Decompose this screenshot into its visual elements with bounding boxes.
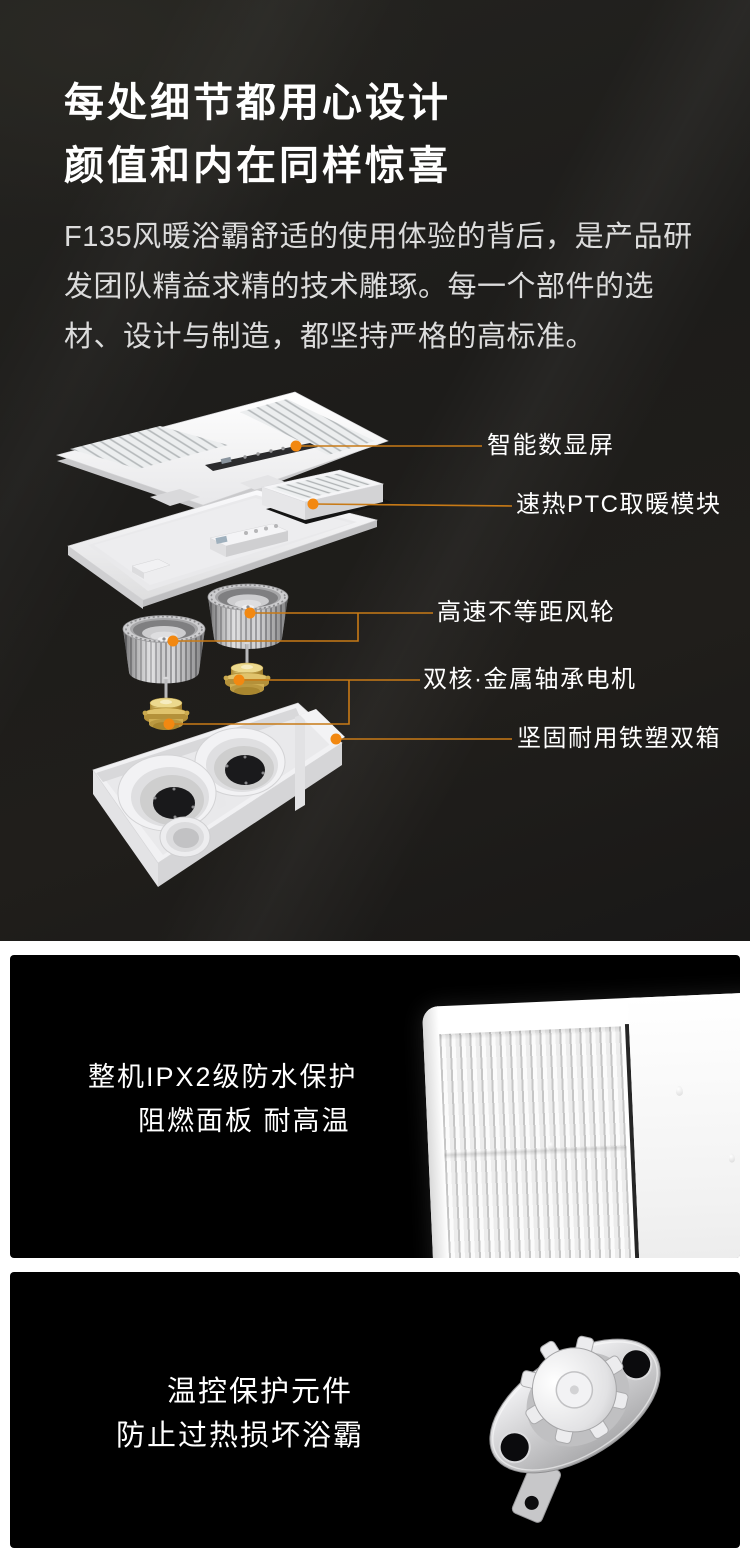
feature-card-waterproof: 整机IPX2级防水保护 阻燃面板 耐高温 [10,955,740,1258]
callout-dot [330,733,342,745]
callout-dot [163,718,175,730]
callout-dot [307,498,319,510]
bottom-housing [92,702,345,887]
feature-card-thermal: 温控保护元件 防止过热损坏浴霸 [10,1272,740,1548]
water-drop-icon [728,1153,736,1163]
hero-paragraph: F135风暖浴霸舒适的使用体验的背后，是产品研发团队精益求精的技术雕琢。每一个部… [64,221,693,353]
card-thermal-line1: 温控保护元件 [166,1376,353,1408]
exploded-diagram [55,391,513,887]
callout-label-motor: 双核·金属轴承电机 [423,666,637,693]
callout-dot [167,635,179,647]
card-waterproof-line2: 阻燃面板 耐高温 [138,1106,351,1136]
control-box [209,523,289,557]
panel-flat-face [627,988,740,1258]
callout-dot [233,674,245,686]
top-cover-panel [55,391,389,511]
card-waterproof-line1: 整机IPX2级防水保护 [88,1062,358,1092]
digital-display-strip [205,443,318,471]
hero-section: 每处细节都用心设计 颜值和内在同样惊喜 F135风暖浴霸舒适的使用体验的背后，是… [0,0,750,941]
callout-dot [290,440,302,452]
callout-dots [163,440,342,745]
middle-frame-tray [67,489,379,609]
callout-label-display: 智能数显屏 [487,432,615,459]
fan-well [194,727,286,797]
water-drop-icon [675,1085,684,1096]
callout-label-ptc: 速热PTC取暖模块 [516,491,722,518]
page-title-line1: 每处细节都用心设计 [64,81,451,125]
page-title: 每处细节都用心设计 颜值和内在同样惊喜 [64,72,451,198]
fan-wheel [122,615,206,684]
page-title-line2: 颜值和内在同样惊喜 [64,144,451,188]
callout-dot [244,607,256,619]
feature-cards-section: 整机IPX2级防水保护 阻燃面板 耐高温 [0,941,750,1556]
callout-label-fan-wheel: 高速不等距风轮 [437,599,616,626]
panel-grille [439,1026,635,1258]
fan-well [117,754,217,832]
thermostat-icon [489,1335,661,1523]
fan-wheel [207,583,289,649]
callout-lines [169,445,513,740]
card-thermal-line2: 防止过热损坏浴霸 [115,1420,364,1452]
ptc-heating-module [260,469,392,524]
callout-label-housing: 坚固耐用铁塑双箱 [517,725,721,752]
water-drop-icon [547,1141,555,1151]
waterproof-panel-image [422,988,740,1258]
duct-outlet [159,816,211,858]
motor [223,641,271,695]
